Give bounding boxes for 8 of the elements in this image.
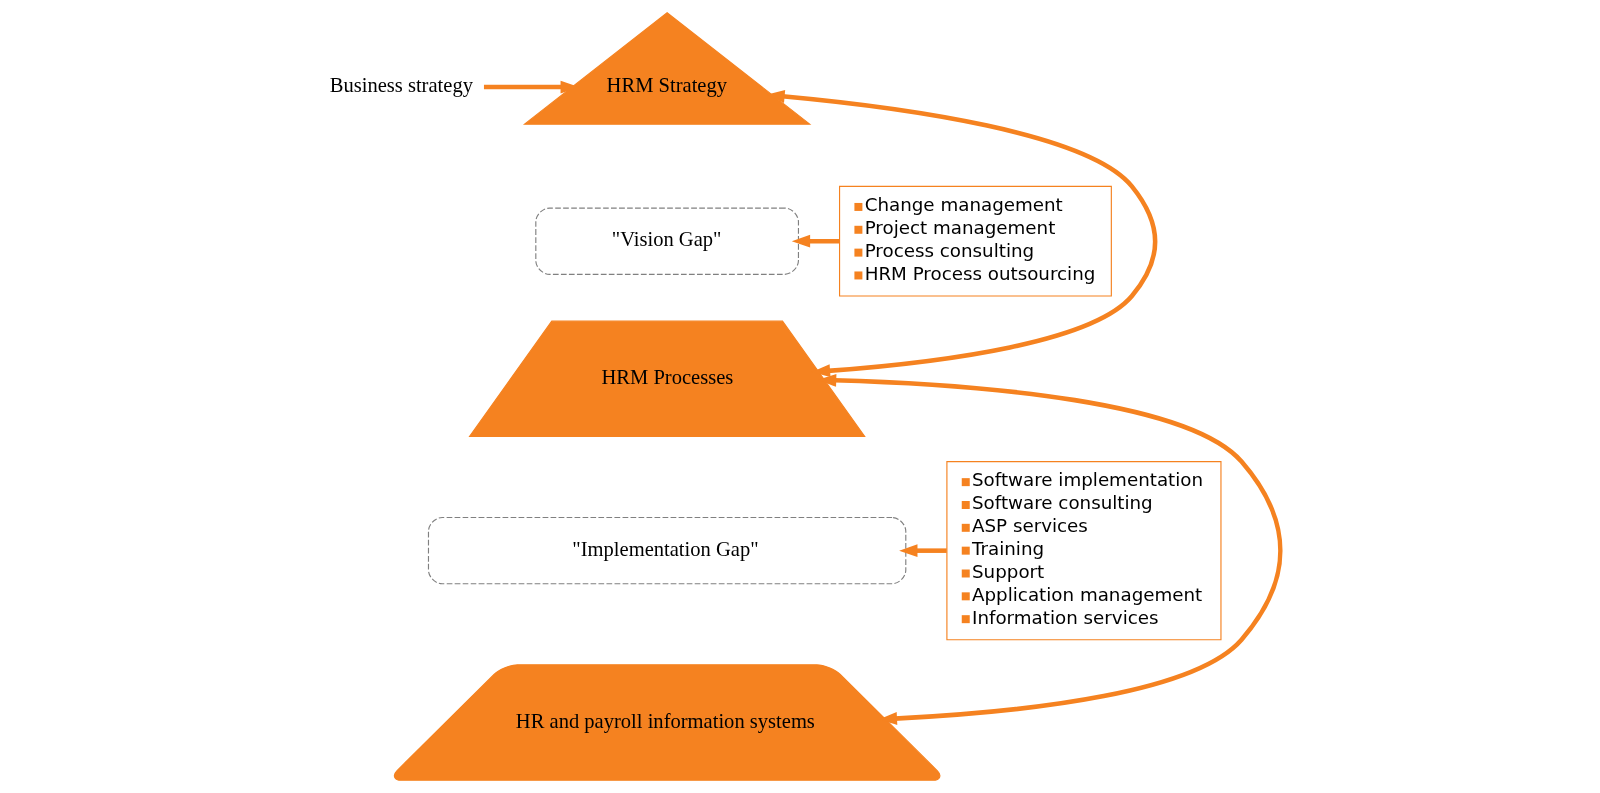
node-box: Change management Project management Process consulting HRM Process outsourcing bbox=[838, 185, 1112, 297]
arrow bbox=[791, 234, 839, 248]
node-ellipse: HR and payroll information systems bbox=[393, 664, 940, 781]
node-text: Business strategy bbox=[329, 74, 473, 97]
node-box: Software implementation Software consulting ASP services Training Support Application management Information services bbox=[945, 461, 1222, 641]
node-box: "Implementation Gap" bbox=[427, 516, 906, 585]
arrow bbox=[898, 544, 947, 558]
node-box: "Vision Gap" bbox=[534, 207, 799, 275]
